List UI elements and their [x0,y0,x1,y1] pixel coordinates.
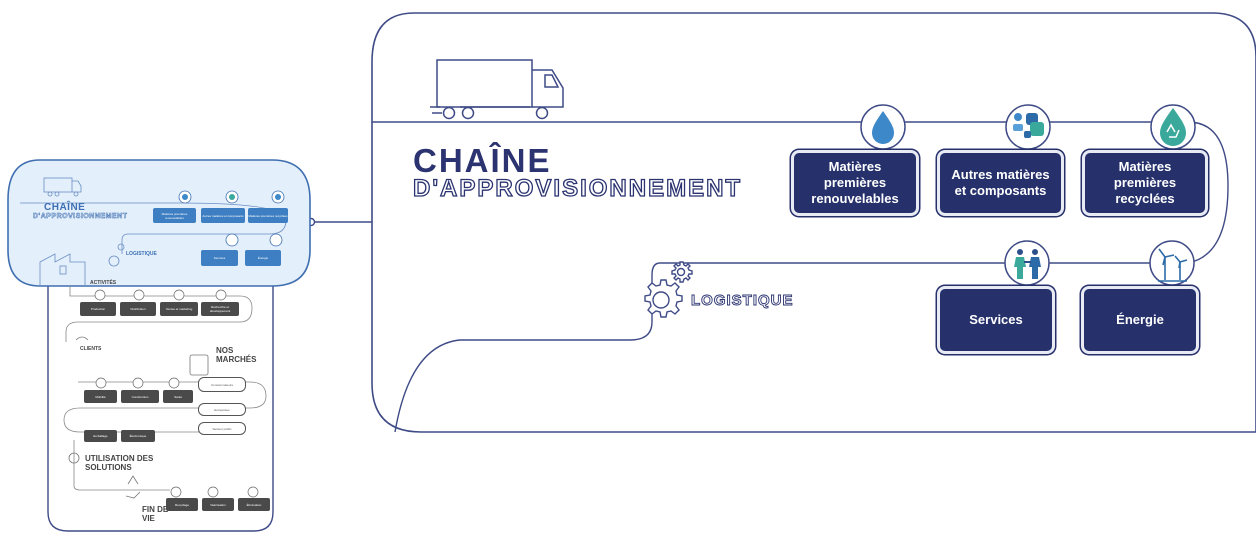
materials-icon [1013,113,1044,138]
activity-box[interactable]: Production [80,302,116,316]
activity-box[interactable]: Distribution [120,302,156,316]
market-pill[interactable]: Consommateurs [198,377,246,392]
clients-label: CLIENTS [80,346,102,352]
mini-subtitle: D'APPROVISIONNEMENT [33,213,128,221]
market-box[interactable]: Construction [121,390,159,403]
box-matieres-renouvelables[interactable]: Matières premières renouvelables [791,150,919,216]
water-drop-icon [872,111,894,144]
market-box[interactable]: Électronique [121,430,155,442]
mini-box[interactable]: Énergie [245,250,281,266]
box-label: Énergie [1116,312,1164,327]
market-pill[interactable]: Entreprises [198,403,246,416]
box-label: Matières premières renouvelables [811,159,899,206]
activity-box[interactable]: Ventes et marketing [160,302,198,316]
mini-box[interactable]: Services [201,250,238,266]
market-box[interactable]: Santé [163,390,193,403]
logistics-label: LOGISTIQUE [691,292,794,310]
box-services[interactable]: Services [937,286,1055,354]
recycle-drop-icon [1160,108,1186,146]
mini-box[interactable]: Autres matières et composants [201,208,245,223]
box-autres-matieres[interactable]: Autres matières et composants [937,150,1064,216]
box-label: Autres matières et composants [951,167,1050,198]
mini-box[interactable]: Matières premières renouvelables [153,208,196,223]
usage-label: UTILISATION DES SOLUTIONS [85,454,154,472]
activities-label: ACTIVITÉS [90,280,117,286]
box-label: Services [969,312,1023,327]
mini-logistics-label: LOGISTIQUE [126,251,157,257]
eol-box[interactable]: Valorisation [202,498,234,511]
box-label: Matières premières recyclées [1113,159,1177,206]
markets-label: NOS MARCHÉS [216,346,257,364]
page-title: CHAÎNE [413,142,552,179]
box-energie[interactable]: Énergie [1081,286,1199,354]
eol-box[interactable]: Recyclage [166,498,198,511]
market-box[interactable]: Emballage [84,430,117,442]
box-matieres-recyclees[interactable]: Matières premières recyclées [1082,150,1208,216]
market-box[interactable]: Mobilité [84,390,117,403]
eol-box[interactable]: Élimination [238,498,270,511]
truck-icon [430,59,564,120]
mini-box[interactable]: Matières premières recyclées [248,208,288,223]
handshake-icon [1014,249,1041,279]
page-subtitle: D'APPROVISIONNEMENT [412,174,743,202]
wind-turbine-icon [1158,248,1188,282]
eol-label: FIN DE VIE [142,505,169,523]
gear-icon [644,261,693,318]
mini-title: CHAÎNE [44,202,86,213]
activity-box[interactable]: Recherche et développement [201,302,239,316]
market-pill[interactable]: Secteur public [198,422,246,435]
